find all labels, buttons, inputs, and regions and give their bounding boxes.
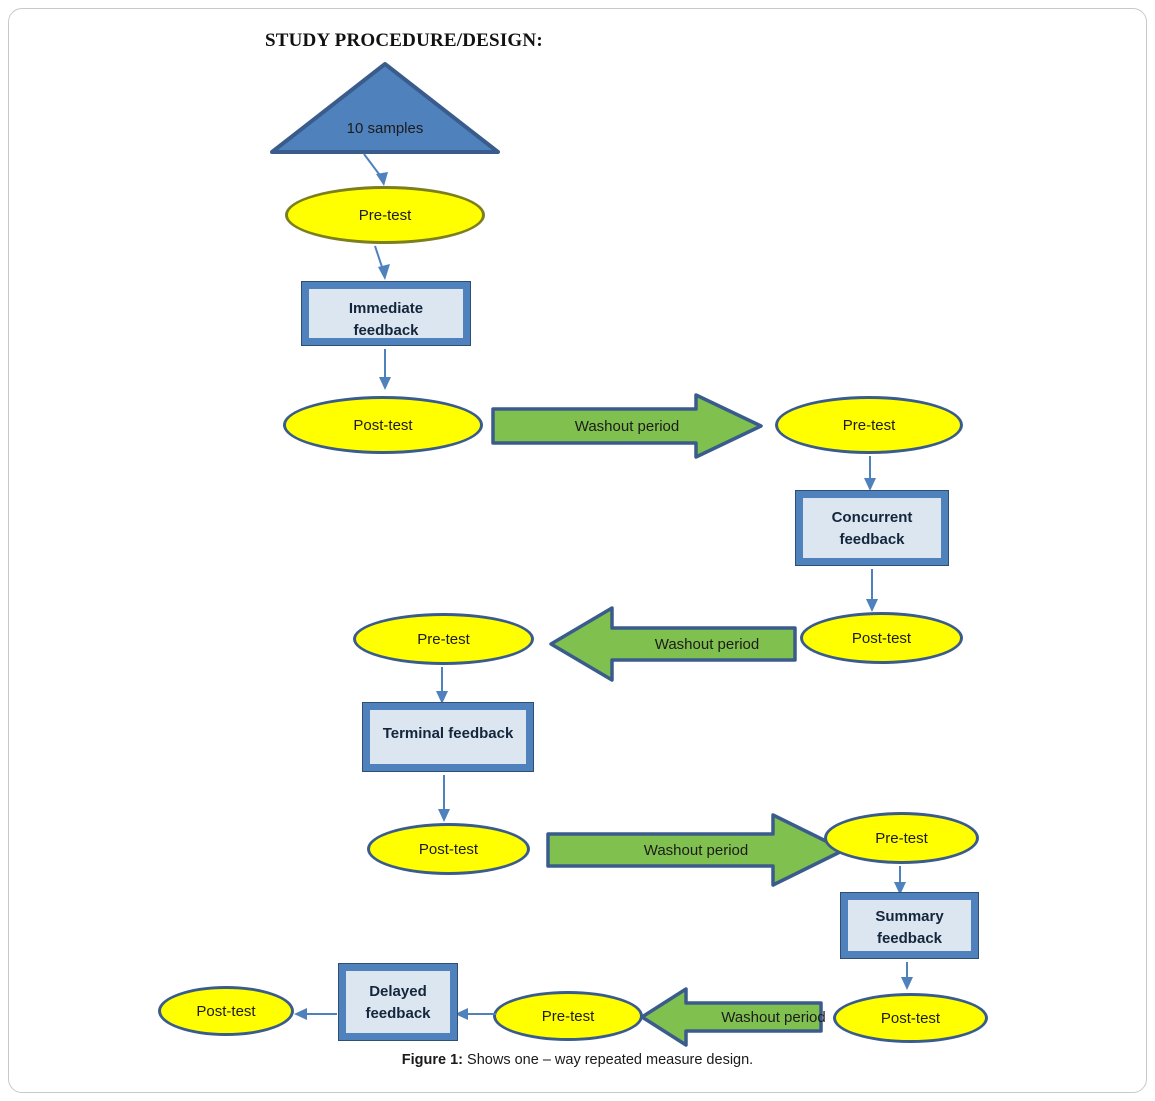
feedback-box-immediate: Immediate feedback xyxy=(301,281,471,346)
feedback-box-immediate-line1: Immediate xyxy=(348,300,424,317)
feedback-box-delayed-line1: Delayed xyxy=(369,983,427,1000)
post-test-4: Post-test xyxy=(833,993,988,1043)
pre-test-3: Pre-test xyxy=(353,613,534,665)
connector-arrow-down xyxy=(866,567,884,615)
feedback-box-terminal: Terminal feedback xyxy=(362,702,534,772)
figure-caption-lead: Figure 1: xyxy=(401,1052,464,1068)
sample-triangle-label: 10 samples xyxy=(346,120,424,137)
figure-caption-text: Shows one – way repeated measure design. xyxy=(463,1052,754,1068)
feedback-box-immediate-line2: feedback xyxy=(353,321,419,339)
washout-arrow-2-label: Washout period xyxy=(654,635,760,653)
connector-arrow-down xyxy=(379,347,397,393)
feedback-box-terminal-line1: Terminal feedback xyxy=(382,725,514,742)
connector-arrow-left xyxy=(452,1005,498,1023)
washout-arrow-3: Washout period xyxy=(545,812,847,888)
connector-arrow-down xyxy=(894,864,912,898)
pre-test-5: Pre-test xyxy=(493,991,643,1041)
feedback-box-concurrent: Concurrent feedback xyxy=(795,490,949,566)
feedback-box-concurrent-line2: feedback xyxy=(839,530,905,548)
connector-arrow-down xyxy=(372,244,398,284)
pre-test-4-label: Pre-test xyxy=(875,829,928,847)
pre-test-1: Pre-test xyxy=(285,186,485,244)
post-test-1-label: Post-test xyxy=(353,416,413,434)
post-test-4-label: Post-test xyxy=(880,1009,941,1027)
washout-arrow-3-label: Washout period xyxy=(643,841,749,859)
washout-arrow-1-label: Washout period xyxy=(574,417,680,435)
feedback-box-concurrent-line1: Concurrent xyxy=(831,509,913,526)
washout-arrow-4: Washout period xyxy=(639,986,826,1048)
post-test-3-label: Post-test xyxy=(418,840,479,858)
post-test-3: Post-test xyxy=(367,823,530,875)
feedback-box-delayed-line2: feedback xyxy=(365,1004,431,1022)
connector-arrow-down xyxy=(901,960,919,994)
post-test-2: Post-test xyxy=(800,612,963,664)
post-test-2-label: Post-test xyxy=(851,629,912,647)
figure-caption: Figure 1: Shows one – way repeated measu… xyxy=(0,1052,1155,1068)
pre-test-3-label: Pre-test xyxy=(417,630,470,648)
connector-arrow-left xyxy=(291,1005,339,1023)
pre-test-4: Pre-test xyxy=(824,812,979,864)
feedback-box-summary: Summary feedback xyxy=(840,892,979,959)
pre-test-2: Pre-test xyxy=(775,396,963,454)
feedback-box-summary-line1: Summary xyxy=(875,908,944,925)
washout-arrow-2: Washout period xyxy=(548,604,798,684)
post-test-5: Post-test xyxy=(158,986,294,1036)
pre-test-2-label: Pre-test xyxy=(842,416,896,434)
connector-arrow-down xyxy=(360,152,394,192)
post-test-1: Post-test xyxy=(283,396,483,454)
washout-arrow-1: Washout period xyxy=(490,392,764,460)
page-title: STUDY PROCEDURE/DESIGN: xyxy=(265,30,543,51)
connector-arrow-down xyxy=(864,454,882,494)
washout-arrow-4-label: Washout period xyxy=(721,1008,826,1026)
post-test-5-label: Post-test xyxy=(196,1002,256,1020)
sample-triangle: 10 samples xyxy=(268,60,502,156)
pre-test-1-label: Pre-test xyxy=(358,206,412,224)
connector-arrow-down xyxy=(438,773,456,825)
feedback-box-summary-line2: feedback xyxy=(876,929,943,947)
pre-test-5-label: Pre-test xyxy=(541,1007,595,1025)
connector-arrow-down xyxy=(436,665,454,707)
feedback-box-delayed: Delayed feedback xyxy=(338,963,458,1041)
